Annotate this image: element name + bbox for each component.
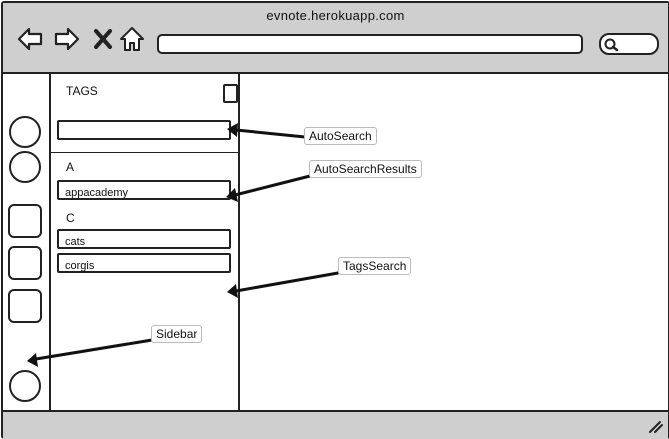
autosearch-arrow: [234, 128, 307, 139]
browser-search-field[interactable]: [599, 33, 659, 55]
note-icon[interactable]: [223, 84, 238, 103]
autosearch-arrowhead: [227, 123, 238, 137]
sidebar: [3, 74, 51, 410]
tagssearch-arrow: [234, 271, 340, 293]
status-bar: [3, 410, 668, 439]
back-arrow-icon[interactable]: [16, 25, 44, 53]
tag-label: cats: [65, 236, 86, 248]
tag-list-item[interactable]: corgis: [57, 253, 231, 273]
panel-title: TAGS: [66, 84, 98, 98]
autosearch-results-arrow: [233, 174, 312, 197]
sidebar-square-button[interactable]: [8, 204, 42, 238]
callout-sidebar: Sidebar: [151, 325, 203, 343]
tag-list-item[interactable]: cats: [57, 229, 231, 249]
tag-group-letter: C: [66, 211, 75, 225]
tag-label: appacademy: [65, 187, 128, 199]
divider: [51, 152, 238, 153]
callout-autosearch: AutoSearch: [304, 127, 377, 145]
forward-arrow-icon[interactable]: [53, 25, 81, 53]
browser-toolbar: evnote.herokuapp.com: [3, 3, 668, 74]
sidebar-square-button[interactable]: [8, 246, 42, 280]
sidebar-circle-button[interactable]: [9, 116, 41, 148]
sidebar-arrow: [34, 338, 154, 361]
sidebar-square-button[interactable]: [8, 289, 42, 323]
tag-group-letter: A: [66, 160, 75, 174]
tag-list-item[interactable]: appacademy: [57, 180, 231, 200]
url-input[interactable]: [157, 34, 583, 54]
callout-tags-search: TagsSearch: [338, 257, 412, 275]
sidebar-circle-button[interactable]: [9, 151, 41, 183]
tag-label: corgis: [65, 260, 95, 272]
tags-panel: TAGS A appacademy C cats corgis: [51, 74, 240, 410]
browser-title: evnote.herokuapp.com: [266, 8, 405, 23]
sidebar-circle-button[interactable]: [9, 370, 41, 402]
resize-grip-icon[interactable]: [646, 416, 664, 434]
sidebar-arrowhead: [27, 353, 38, 367]
tagssearch-arrowhead: [227, 284, 238, 298]
close-icon[interactable]: [90, 25, 118, 53]
search-icon: [604, 38, 619, 52]
home-icon[interactable]: [118, 25, 146, 53]
autosearch-results-arrowhead: [226, 188, 238, 202]
callout-autosearch-results: AutoSearchResults: [309, 160, 422, 178]
